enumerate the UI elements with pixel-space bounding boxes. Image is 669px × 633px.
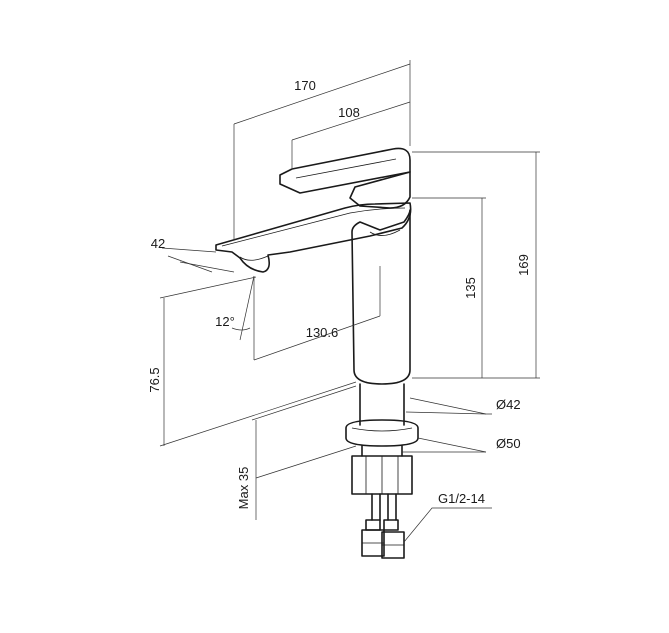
label-lever-length: 108 [338,105,360,120]
supply-hoses [361,493,405,559]
label-max-mount: Max 35 [236,467,251,510]
label-reach: 130.6 [306,325,339,340]
label-spout-width: 42 [151,236,165,251]
label-total-height: 169 [516,254,531,276]
label-body-diameter: Ø42 [496,397,521,412]
label-thread: G1/2-14 [438,491,485,506]
label-spout-angle: 12° [215,314,235,329]
base-collar [345,383,419,447]
spout [215,202,412,273]
shank-nut [351,445,413,495]
faucet-outline [215,147,419,559]
label-spout-height: 76.5 [147,367,162,392]
handle-lever [279,147,411,194]
label-body-height: 135 [463,277,478,299]
body-cylinder [351,209,411,385]
handle-base [349,171,411,209]
dimension-labels: 170 108 42 12° 130.6 76.5 135 169 Ø42 Ø5… [147,78,531,509]
label-base-diameter: Ø50 [496,436,521,451]
dimension-lines [159,60,540,543]
label-overall-length: 170 [294,78,316,93]
